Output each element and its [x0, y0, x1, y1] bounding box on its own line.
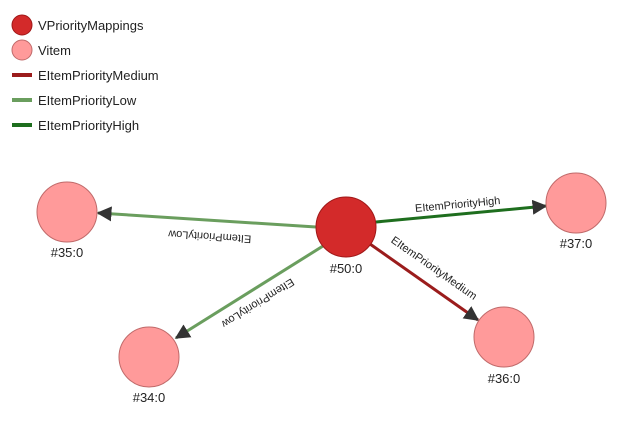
legend-item-vprioritymappings[interactable]: VPriorityMappings — [11, 14, 144, 36]
node-circle[interactable] — [473, 306, 535, 368]
legend-label: VPriorityMappings — [38, 18, 144, 33]
node-circle[interactable] — [118, 326, 180, 388]
edge-50-35[interactable]: EItemPriorityLow — [96, 206, 317, 245]
node-37[interactable]: #37:0 — [545, 172, 607, 251]
edge-line[interactable] — [375, 199, 548, 224]
node-36[interactable]: #36:0 — [473, 306, 535, 386]
legend-label: EItemPriorityLow — [38, 93, 137, 108]
edge-50-37[interactable]: EItemPriorityHigh — [375, 195, 548, 224]
node-circle[interactable] — [545, 172, 607, 234]
node-label: #50:0 — [330, 261, 363, 276]
edge-line[interactable] — [96, 206, 317, 229]
edge-label: EItemPriorityLow — [168, 227, 252, 244]
node-34[interactable]: #34:0 — [118, 326, 180, 405]
node-label: #37:0 — [560, 236, 593, 251]
node-50[interactable]: #50:0 — [315, 196, 377, 276]
edge-line[interactable] — [174, 244, 324, 340]
legend-item-eitemprioritylow[interactable]: EItemPriorityLow — [12, 93, 137, 108]
legend-label: EItemPriorityHigh — [38, 118, 139, 133]
node-label: #35:0 — [51, 245, 84, 260]
edge-line[interactable] — [369, 242, 480, 322]
node-35[interactable]: #35:0 — [36, 181, 98, 260]
legend-item-eitemprioritymedium[interactable]: EItemPriorityMedium — [12, 68, 159, 83]
node-swatch-icon — [11, 39, 33, 61]
node-circle[interactable] — [36, 181, 98, 243]
node-label: #36:0 — [488, 371, 521, 386]
edge-label: EItemPriorityMedium — [388, 234, 479, 302]
node-label: #34:0 — [133, 390, 166, 405]
edge-50-36[interactable]: EItemPriorityMedium — [369, 234, 480, 322]
node-swatch-icon — [11, 14, 33, 36]
node-circle[interactable] — [315, 196, 377, 258]
edge-50-34[interactable]: EItemPriorityLow — [174, 244, 324, 340]
legend-label: Vitem — [38, 43, 71, 58]
legend-label: EItemPriorityMedium — [38, 68, 159, 83]
legend-item-vitem[interactable]: Vitem — [11, 39, 71, 61]
legend-item-eitempriorityhigh[interactable]: EItemPriorityHigh — [12, 118, 139, 133]
legend: VPriorityMappings Vitem EItemPriorityMed… — [11, 14, 159, 133]
